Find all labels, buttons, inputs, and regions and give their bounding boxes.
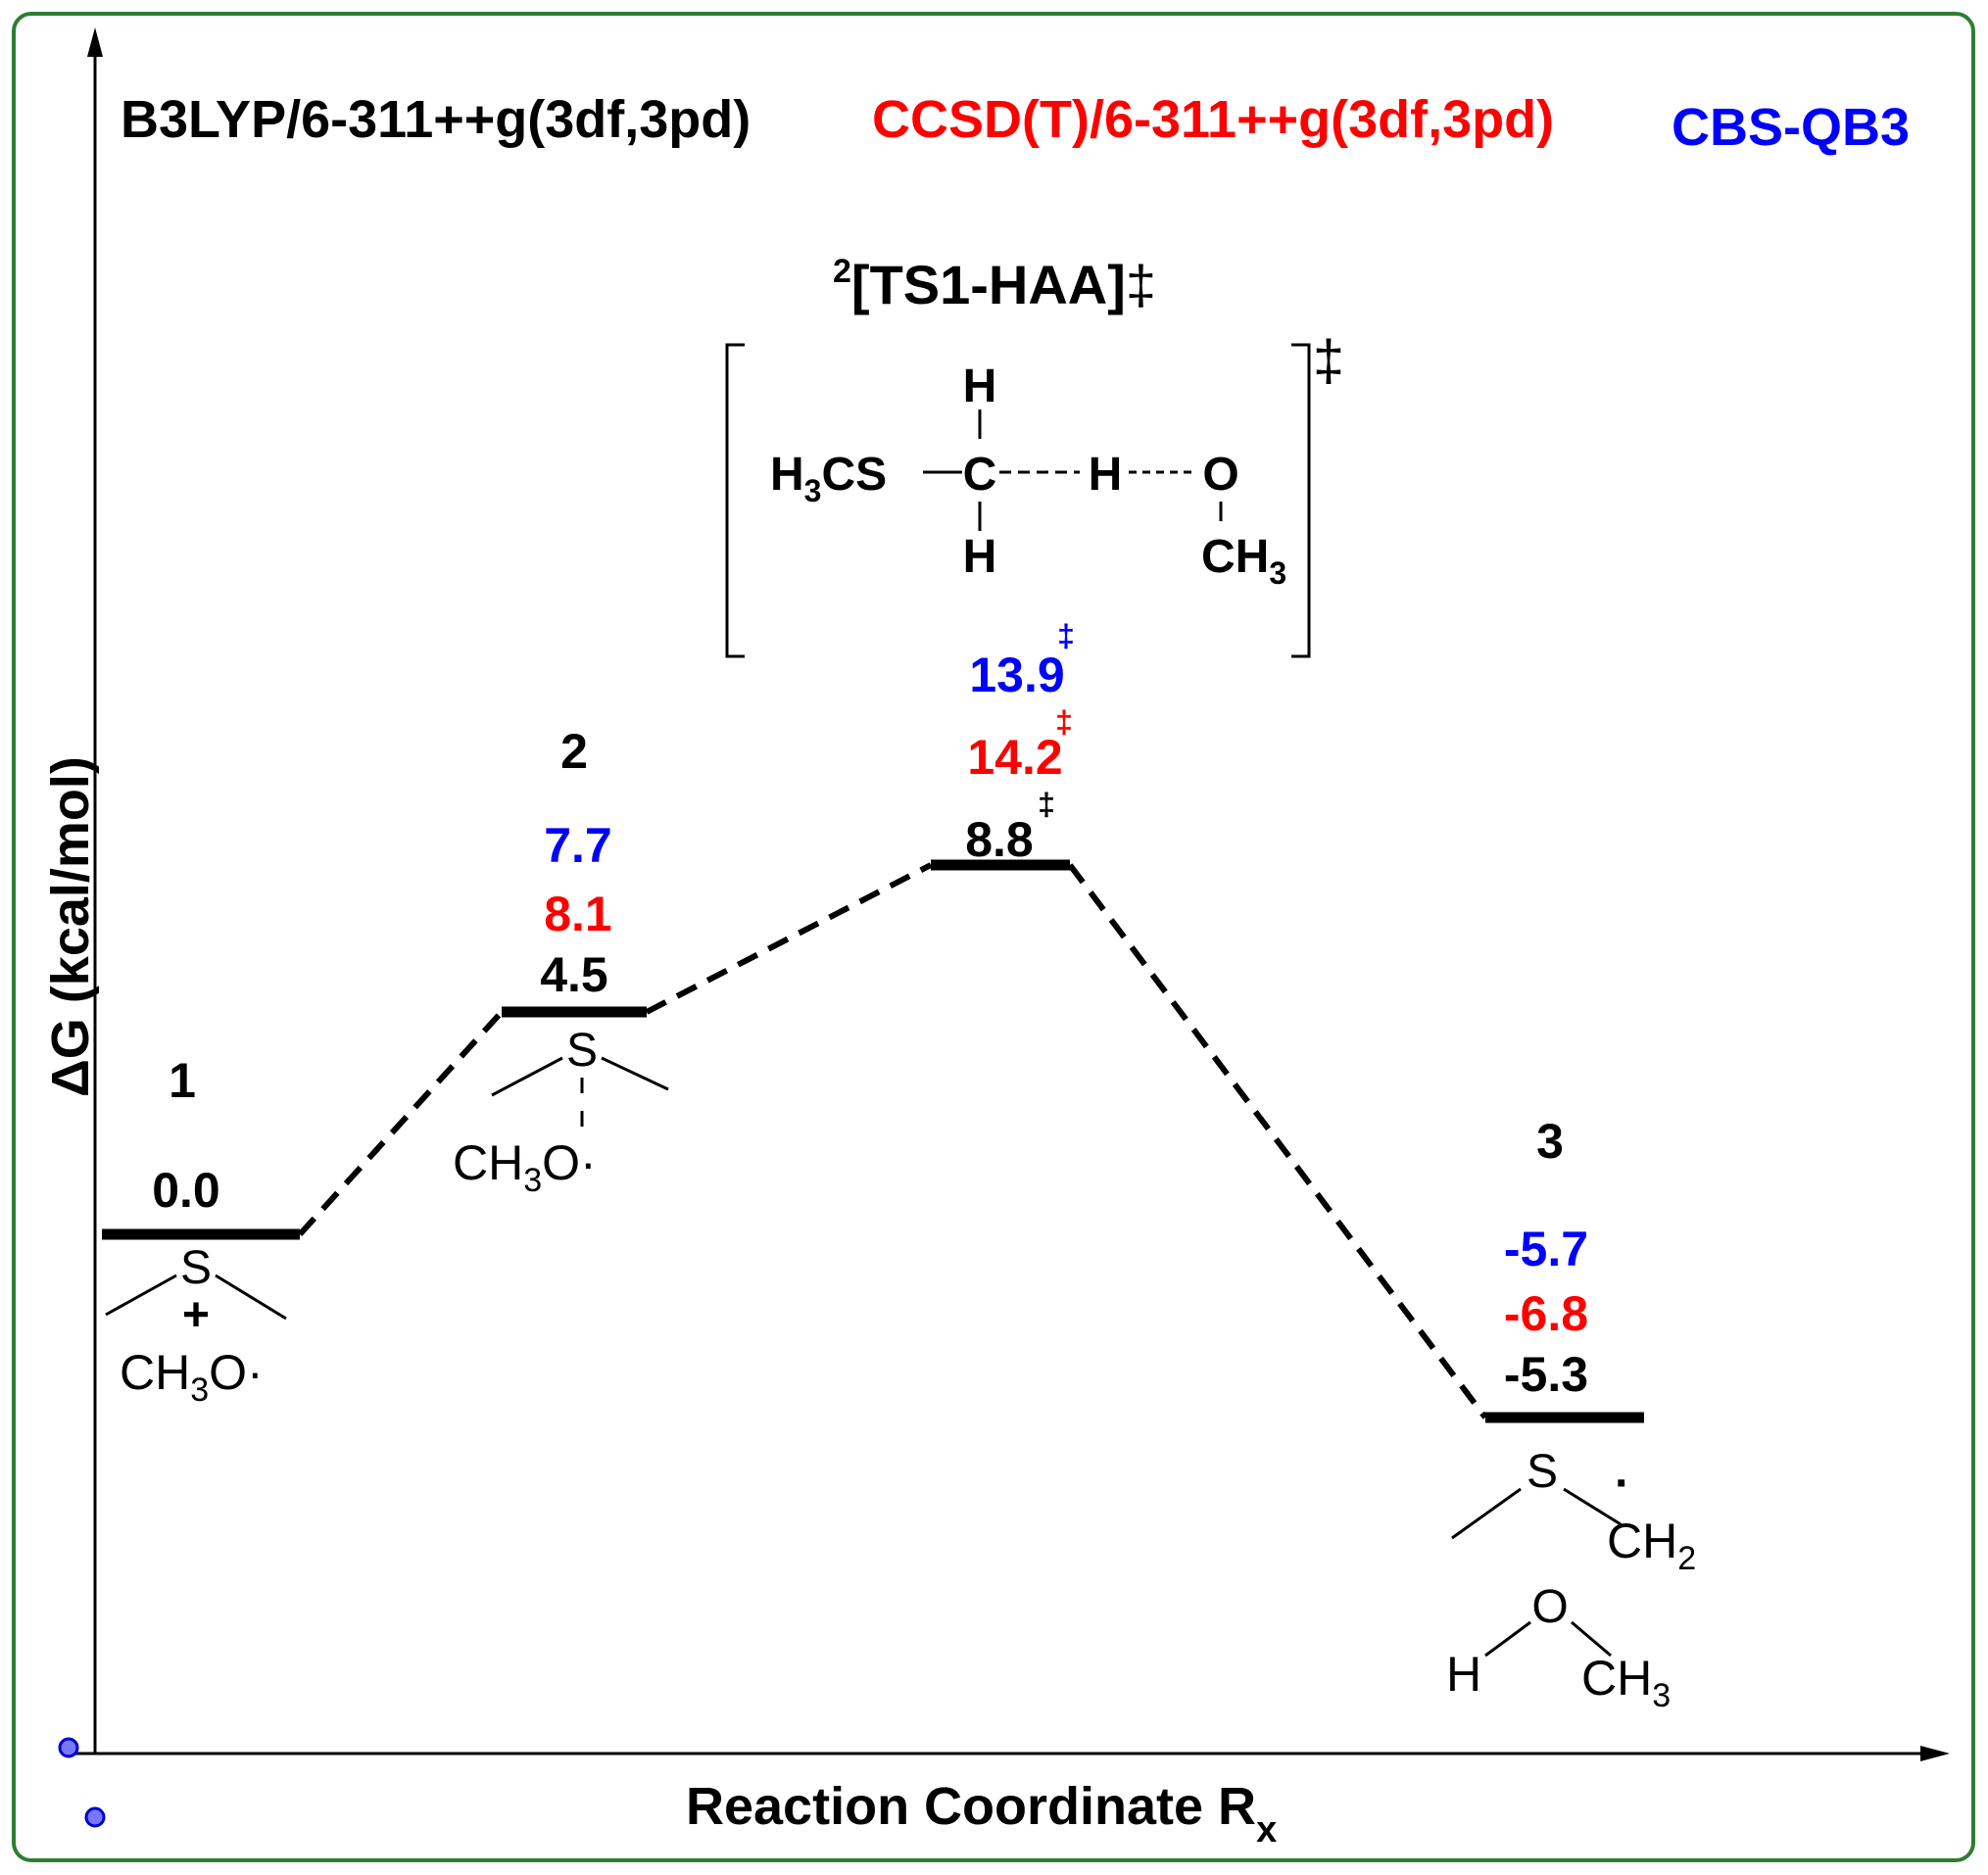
molecule-1: S + CH3O·: [105, 1242, 287, 1409]
ts-bracket-right: [1291, 343, 1311, 658]
state-ts1-cbs-dagger: ‡: [1057, 618, 1075, 653]
molecule-3-bond-ho: [1484, 1620, 1531, 1658]
state-ts1-b3lyp-dagger: ‡: [1038, 787, 1055, 822]
state-ts1-cbs-value: 13.9: [969, 648, 1064, 702]
ts-o: O: [1202, 449, 1238, 501]
molecule-2-bond-left: [491, 1056, 563, 1097]
y-axis-label: ΔG (kcal/mol): [41, 756, 100, 1097]
molecule-1-bond-right: [215, 1274, 287, 1321]
molecule-3-bond-left: [1451, 1487, 1522, 1540]
ts-bracket-dagger: ‡: [1313, 329, 1344, 393]
molecule-2-bond-right: [601, 1056, 669, 1091]
connector-2-ts1: [645, 862, 933, 1015]
legend-cbs: CBS-QB3: [1672, 98, 1910, 157]
x-axis-arrow: [1920, 1746, 1950, 1761]
state-2-b3lyp-value: 4.5: [540, 947, 608, 1002]
ts-h-mid: H: [1089, 449, 1123, 501]
molecule-1-plus: +: [182, 1289, 210, 1341]
y-axis-arrow: [87, 27, 103, 57]
state-ts1-b3lyp-value: 8.8: [965, 812, 1034, 867]
ts-label-sup: 2: [833, 253, 851, 290]
state-1-label: 1: [169, 1053, 196, 1108]
state-2-cbs-value: 7.7: [544, 818, 612, 873]
legend-b3lyp: B3LYP/6-311++g(3df,3pd): [121, 90, 751, 149]
x-axis-label-sub: x: [1256, 1809, 1277, 1851]
molecule-3-ch2: CH2: [1607, 1514, 1696, 1577]
molecule-2-ch3o: CH3O·: [453, 1135, 597, 1199]
molecule-1-ch3o: CH3O·: [120, 1345, 264, 1409]
molecule-3-s: S: [1527, 1446, 1558, 1498]
state-1-b3lyp-value: 0.0: [152, 1163, 220, 1218]
axis-origin-marker-lower: [84, 1806, 106, 1828]
energy-levels: [102, 859, 1644, 1423]
ts-structure: ‡ H3CS C H H H O CH3: [725, 329, 1344, 658]
connectors: [297, 862, 1488, 1419]
ts-h3cs: H3CS: [770, 449, 887, 508]
molecule-3-bond-right: [1563, 1487, 1622, 1526]
state-2-ccsdt-value: 8.1: [544, 887, 612, 941]
ts-bracket-left: [725, 343, 745, 658]
ts-ch3: CH3: [1201, 531, 1286, 591]
state-3-ccsdt-value: -6.8: [1504, 1286, 1588, 1341]
molecule-3-bond-och3: [1571, 1620, 1612, 1658]
molecule-1-s: S: [180, 1242, 212, 1294]
state-3-b3lyp-value: -5.3: [1504, 1347, 1588, 1402]
axis-origin-marker-upper: [58, 1737, 79, 1758]
x-axis-label: Reaction Coordinate Rx: [686, 1777, 1277, 1851]
ts-label-main: [TS1-HAA]: [851, 254, 1126, 315]
molecule-3-ch3: CH3: [1581, 1651, 1671, 1714]
ts-label: 2[TS1-HAA]‡: [833, 253, 1156, 315]
state-ts1-ccsdt-dagger: ‡: [1055, 704, 1073, 740]
molecule-3-h: H: [1446, 1647, 1481, 1702]
molecule-1-bond-left: [105, 1274, 177, 1317]
state-2-label: 2: [560, 724, 588, 779]
legend-ccsdt: CCSD(T)/6-311++g(3df,3pd): [872, 90, 1554, 149]
state-3-label: 3: [1536, 1114, 1564, 1169]
connector-1-2: [297, 1009, 505, 1237]
ts-h-top: H: [963, 361, 997, 412]
ts-h-bottom: H: [963, 531, 997, 583]
frame-border: [12, 12, 1975, 1862]
ts-c: C: [963, 449, 997, 501]
state-3-cbs-value: -5.7: [1504, 1222, 1588, 1276]
connector-ts1-3: [1067, 863, 1488, 1419]
molecule-3: S · CH2 O H CH3: [1446, 1446, 1696, 1714]
molecule-2: S CH3O·: [453, 1025, 669, 1199]
ts-label-dagger: ‡: [1126, 254, 1156, 315]
x-axis-label-main: Reaction Coordinate R: [686, 1777, 1256, 1836]
molecule-2-s: S: [566, 1025, 598, 1077]
molecule-3-o: O: [1531, 1581, 1568, 1633]
state-ts1-ccsdt-value: 14.2: [967, 730, 1062, 785]
molecule-3-radical-dot: ·: [1615, 1458, 1630, 1510]
